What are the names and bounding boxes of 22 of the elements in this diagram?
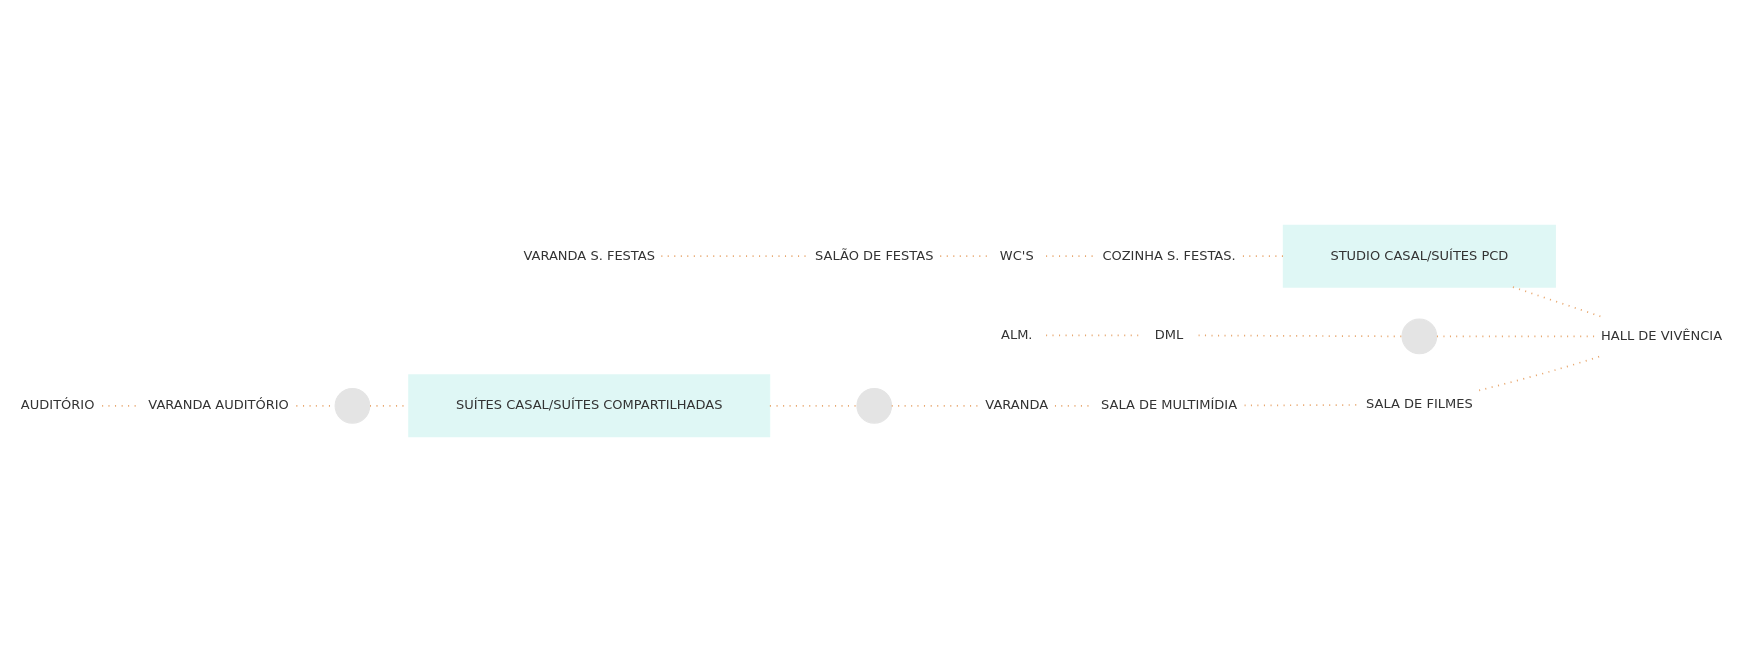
connector: [890, 404, 980, 407]
node-text: ALM.: [1001, 326, 1033, 342]
connector: [1197, 334, 1403, 338]
node-circle: [334, 387, 371, 424]
node-circle: [1401, 318, 1438, 355]
node-text: COZINHA S. FESTAS.: [1102, 247, 1236, 263]
node-text: VARANDA S. FESTAS: [523, 247, 655, 263]
node-box: SUÍTES CASAL/SUÍTES COMPARTILHADAS: [408, 374, 771, 438]
node-text: WC'S: [999, 247, 1034, 263]
node-text: SALA DE FILMES: [1366, 396, 1473, 412]
node-text: VARANDA AUDITÓRIO: [148, 397, 289, 413]
connector: [1045, 334, 1141, 337]
node-text: SALA DE MULTIMÍDIA: [1101, 397, 1238, 413]
node-circle: [856, 387, 893, 424]
node-text: SALÃO DE FESTAS: [815, 247, 934, 263]
node-text: VARANDA: [985, 397, 1049, 413]
node-text: DML: [1154, 326, 1184, 342]
node-text: AUDITÓRIO: [20, 397, 95, 413]
node-text: HALL DE VIVÊNCIA: [1601, 327, 1723, 343]
node-box: STUDIO CASAL/SUÍTES PCD: [1282, 224, 1556, 288]
connector: [939, 255, 989, 258]
connector: [1512, 286, 1603, 318]
